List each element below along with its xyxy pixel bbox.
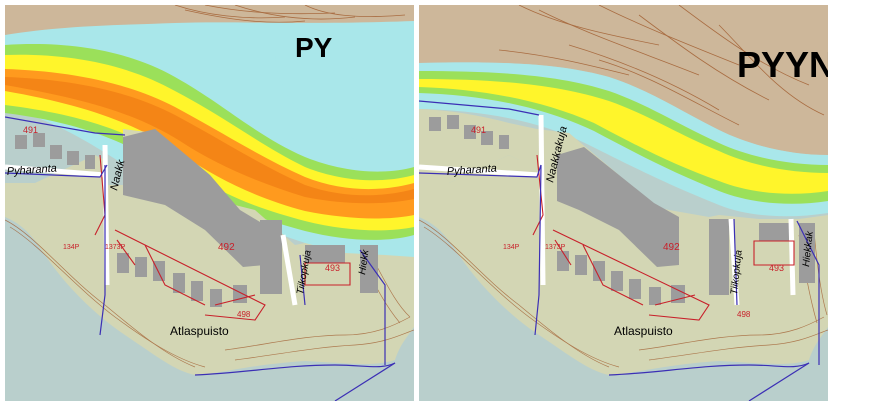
street-label-hiekkakuja: Hiekk (357, 248, 372, 275)
flood-zone-light-blue-east (275, 45, 414, 146)
land-area (419, 129, 828, 375)
park-label: Atlaspuisto (614, 324, 673, 338)
block-label-498: 498 (237, 310, 251, 319)
contour-lines-north (498, 5, 825, 126)
map-left[interactable]: PY 491 492 493 498 134P 1373P Atlaspuist… (5, 5, 414, 401)
block-label-492: 492 (663, 242, 680, 253)
place-label-big: PYYN (737, 44, 828, 85)
buildings (15, 129, 378, 307)
block-label-493: 493 (769, 263, 784, 273)
lot-label-1373p: 1373P (545, 244, 566, 251)
admin-boundary (5, 116, 396, 401)
contour-lines-shore (5, 219, 414, 368)
place-label-big: PY (295, 32, 333, 63)
block-label-491: 491 (471, 125, 486, 135)
lot-label-134p: 134P (503, 244, 520, 251)
street-label-pyharanta: Pyharanta (446, 163, 497, 178)
map-right[interactable]: PYYN 491 492 493 498 134P 1373P Atlaspui… (419, 5, 828, 401)
street-label-hiekkakuja: Hiekkak (801, 230, 816, 268)
block-label-491: 491 (23, 125, 38, 135)
street-label-tiikopkuja: Tiikopkuja (729, 249, 745, 295)
parcel-boundaries (94, 154, 351, 321)
flood-zone-orange-core (5, 77, 414, 204)
map-panel-right[interactable]: PYYN 491 492 493 498 134P 1373P Atlaspui… (419, 5, 828, 401)
lot-label-1373p: 1373P (105, 244, 126, 251)
street-label-pyharanta: Pyharanta (6, 163, 57, 178)
park-label: Atlaspuisto (170, 324, 229, 338)
flood-zone-yellow (419, 79, 828, 194)
admin-boundary (419, 100, 820, 401)
map-panel-left[interactable]: PY 491 492 493 498 134P 1373P Atlaspuist… (5, 5, 414, 401)
lot-label-134p: 134P (63, 244, 80, 251)
block-label-498: 498 (737, 310, 751, 319)
contour-lines-north (174, 5, 406, 23)
block-label-492: 492 (218, 242, 235, 253)
parcel-boundaries (532, 154, 795, 321)
block-label-493: 493 (325, 263, 340, 273)
hill-north (419, 5, 828, 155)
